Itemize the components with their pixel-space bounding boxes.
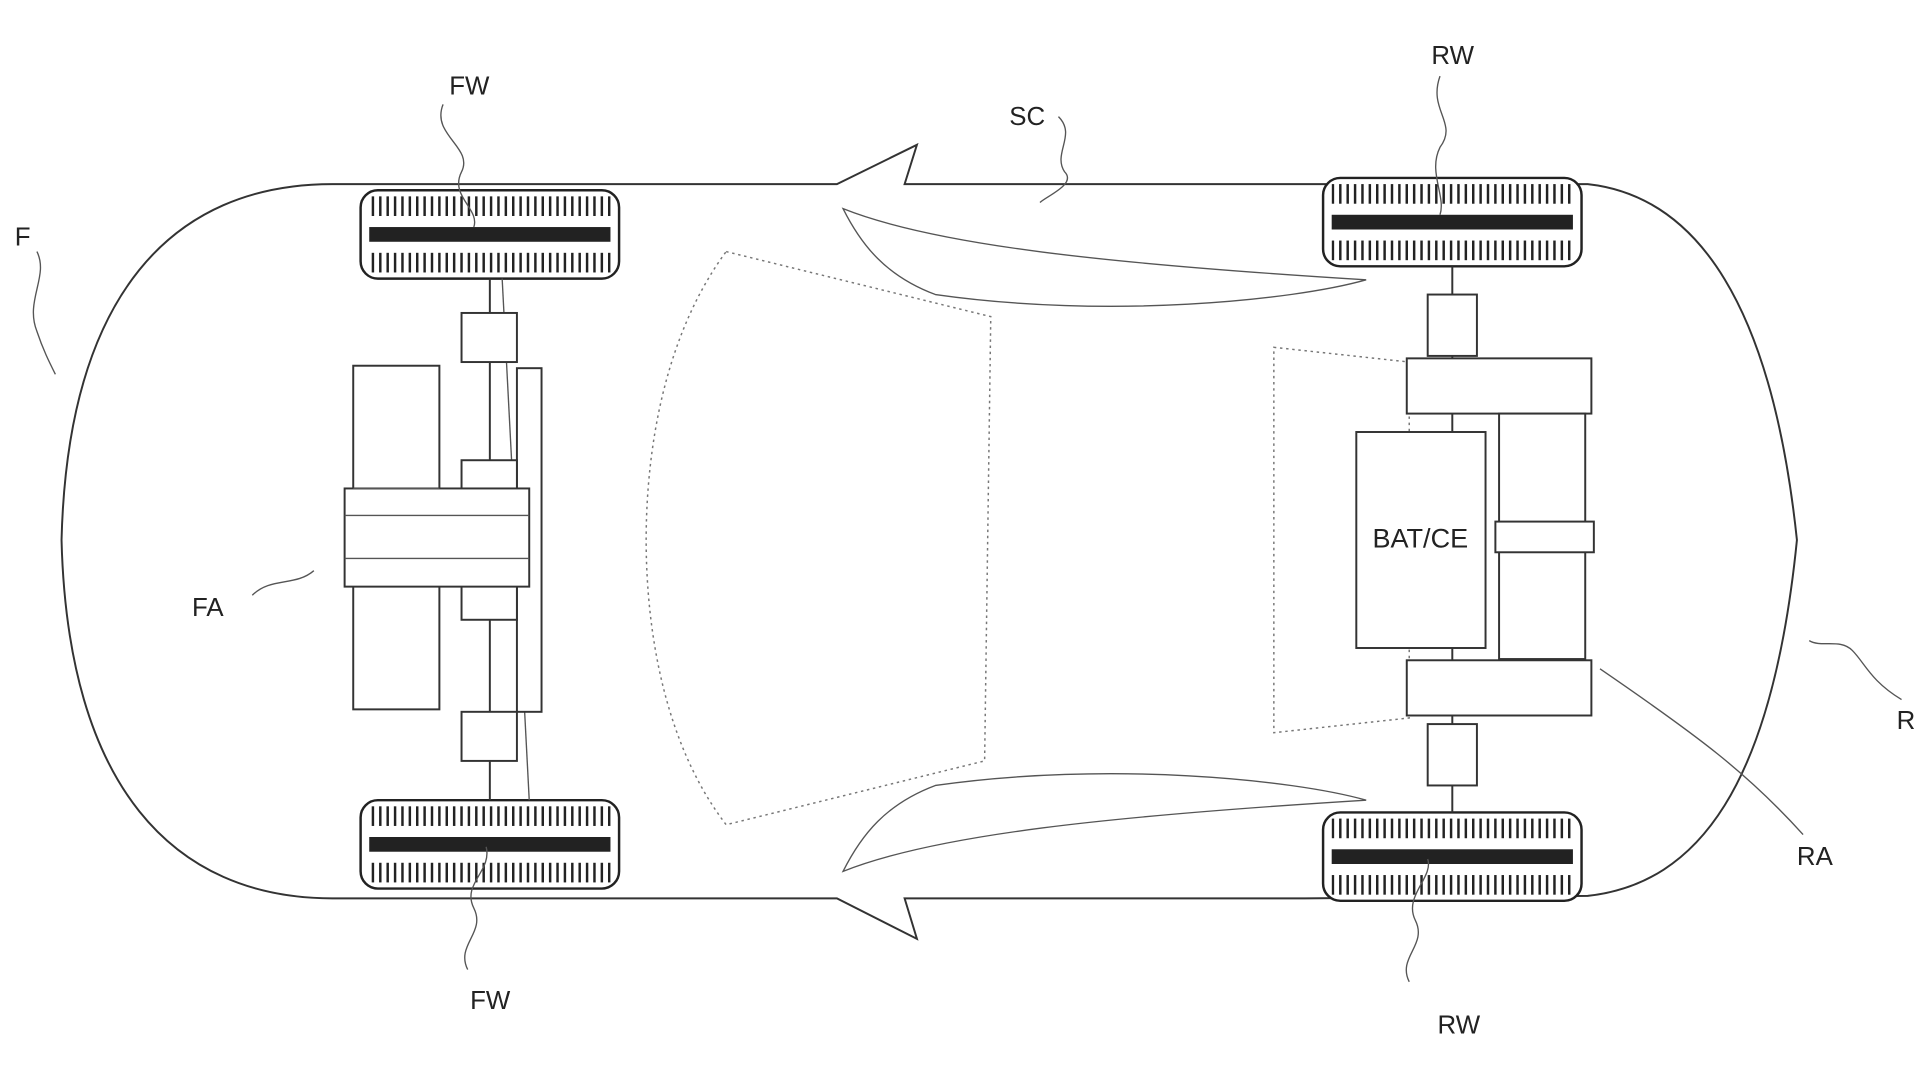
label-rear: R [1897, 707, 1916, 735]
label-rear-wheel-bottom: RW [1438, 1011, 1481, 1039]
label-front-axle: FA [192, 594, 224, 622]
battery-label: BAT/CE [1372, 523, 1468, 553]
label-shell: SC [1009, 103, 1045, 131]
battery-box [1355, 431, 1487, 649]
label-rear-wheel-top: RW [1431, 42, 1474, 70]
front-wheel-bottom [359, 798, 621, 890]
front-axle-assembly [343, 278, 543, 801]
label-rear-axle: RA [1797, 843, 1834, 871]
car-body-outline [60, 142, 1798, 941]
rear-wheel-bottom [1321, 811, 1583, 903]
label-front-wheel-bottom: FW [470, 987, 511, 1015]
cabin-outline [645, 250, 992, 826]
rear-compartment [1273, 346, 1410, 734]
front-wheel-top [359, 189, 621, 280]
side-window-bottom [841, 773, 1367, 873]
label-front: F [15, 223, 31, 251]
label-front-wheel-top: FW [449, 73, 490, 101]
side-window-top [841, 207, 1367, 307]
rear-wheel-top [1321, 176, 1583, 268]
leader-lines [32, 75, 1902, 983]
rear-axle-assembly [1405, 266, 1595, 813]
